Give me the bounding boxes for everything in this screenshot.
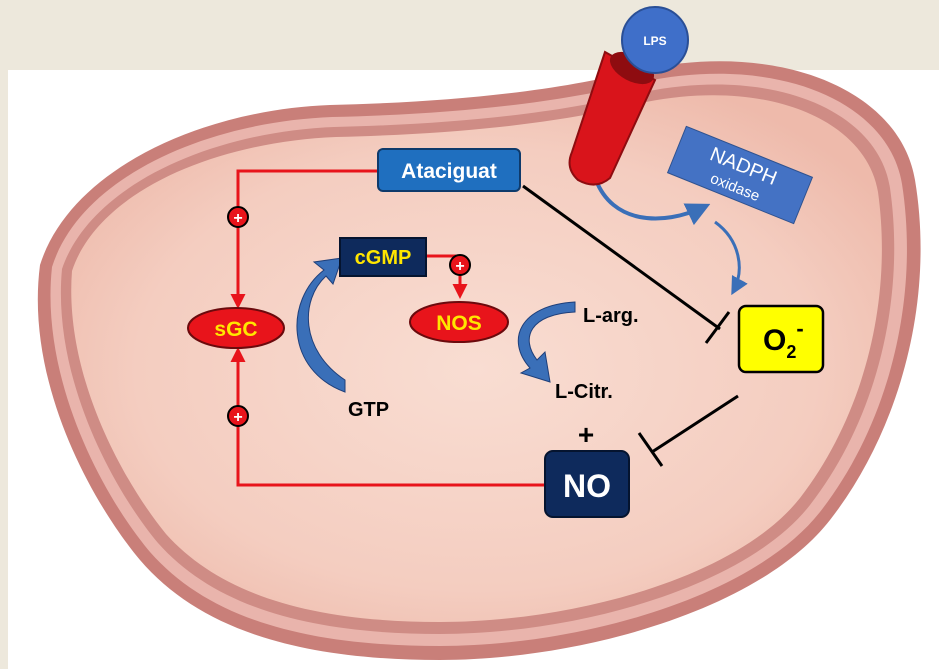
inhibition-ataciguat-to-superoxide [522, 184, 731, 344]
nos-label: NOS [436, 312, 482, 335]
arrow-receptor-to-nadph [594, 179, 711, 226]
activation-badge-symbol: + [233, 409, 242, 426]
gtp-label: GTP [348, 399, 389, 421]
activation-badge-ataciguat-sgc: + [227, 206, 249, 228]
cytoplasm [71, 95, 882, 622]
superoxide-superscript: - [796, 316, 803, 341]
no-node [544, 450, 630, 518]
lps-label: LPS [643, 34, 666, 48]
arrow-no-to-sgc [230, 347, 545, 487]
ataciguat-label: Ataciguat [401, 160, 497, 183]
cgmp-label: cGMP [355, 247, 412, 269]
cgmp-node [339, 237, 427, 277]
arrow-gtp-to-cgmp [296, 257, 346, 393]
sgc-node [187, 307, 285, 349]
l-citr-label: L-Citr. [555, 381, 613, 403]
l-arg-label: L-arg. [583, 305, 639, 327]
activation-badge-no-sgc: + [227, 405, 249, 427]
ataciguat-node [377, 148, 521, 192]
activation-badge-symbol: + [455, 258, 464, 275]
no-label: NO [563, 468, 611, 504]
nadph-oxidase-node: NADPH oxidase [666, 125, 814, 225]
superoxide-base: O [763, 324, 786, 357]
arrow-nadph-to-superoxide [714, 220, 748, 296]
activation-badge-cgmp-nos: + [449, 254, 471, 276]
inhibition-superoxide-to-no [637, 394, 739, 467]
superoxide-label: O2- [763, 316, 804, 362]
activation-badge-symbol: + [233, 210, 242, 227]
arrow-larg-to-lcitr [517, 301, 576, 383]
arrow-ataciguat-to-sgc [230, 169, 378, 309]
plus-sign: + [578, 419, 594, 450]
nos-node [409, 301, 509, 343]
superoxide-node [737, 304, 825, 374]
lps-molecule [621, 6, 689, 74]
superoxide-subscript: 2 [786, 342, 796, 362]
sgc-label: sGC [214, 318, 257, 341]
